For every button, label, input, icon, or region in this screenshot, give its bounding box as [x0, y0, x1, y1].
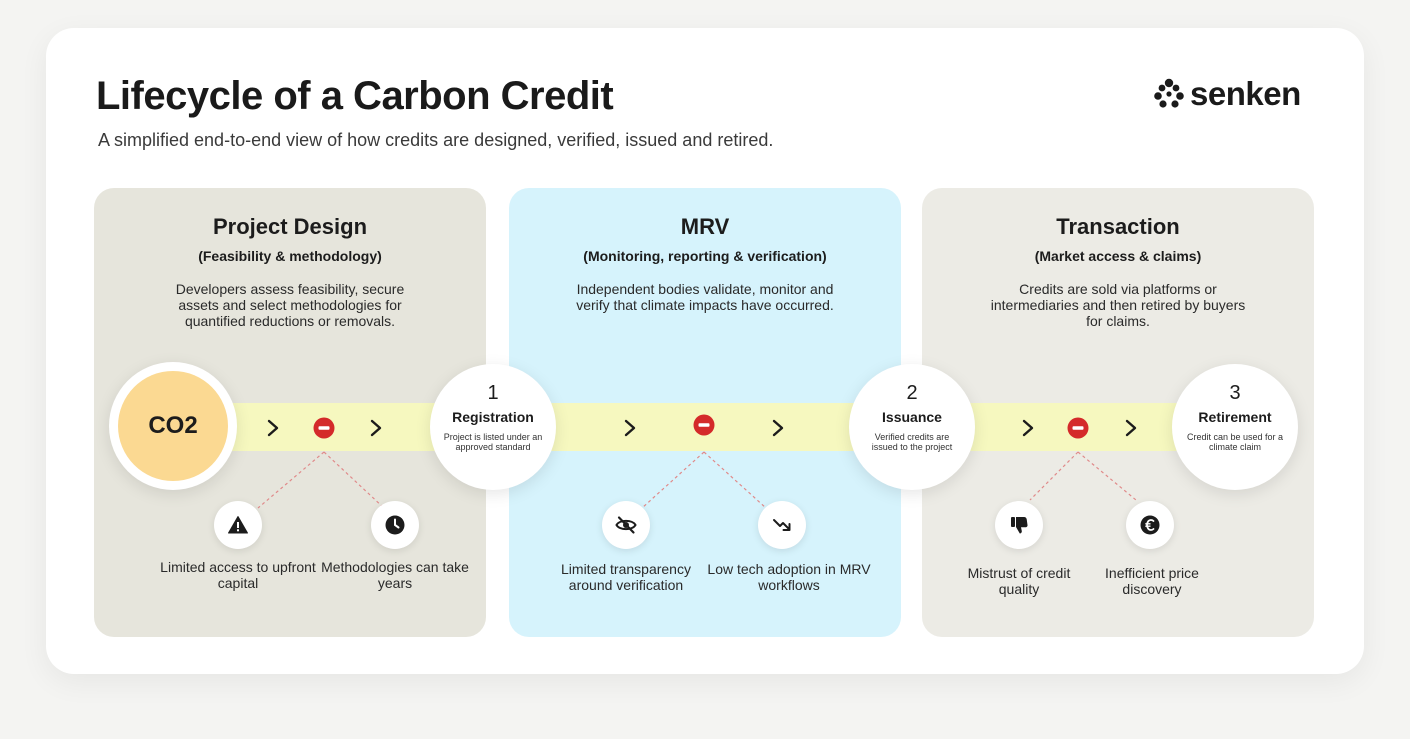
pain-point-label: Mistrust of credit quality [967, 565, 1071, 597]
pain-point-label: Inefficient price discovery [1105, 565, 1199, 597]
no-entry-icon [693, 414, 715, 436]
trend-down-icon [773, 519, 791, 531]
pain-point-trend-down [758, 501, 806, 549]
senken-logo: senken [1154, 74, 1301, 114]
milestone-number: 3 [1229, 382, 1241, 404]
co2-start-node: CO2 [109, 362, 237, 490]
eye-off-icon [615, 516, 637, 534]
milestone-number: 1 [487, 382, 499, 404]
chevron-right-icon [267, 419, 279, 437]
milestone-name: Registration [452, 409, 534, 425]
phase-title: MRV [680, 214, 730, 239]
milestone-name: Issuance [882, 409, 942, 425]
milestone-description: Credit can be used for a climate claim [1186, 432, 1284, 452]
no-entry-icon [313, 417, 335, 439]
page-title: Lifecycle of a Carbon Credit [96, 74, 614, 118]
phase-description: Credits are sold via platforms or interm… [990, 281, 1246, 329]
phase-description: Developers assess feasibility, secure as… [175, 281, 405, 329]
phase-subtitle: (Feasibility & methodology) [198, 248, 382, 264]
milestone-name: Retirement [1198, 409, 1272, 425]
milestone-description: Verified credits are issued to the proje… [871, 432, 953, 452]
milestone-description: Project is listed under an approved stan… [443, 432, 543, 452]
warning-icon [228, 516, 248, 534]
pain-point-clock [371, 501, 419, 549]
pain-point-label: Methodologies can take years [321, 559, 469, 591]
euro-coin-icon [1140, 515, 1160, 535]
pain-point-label: Limited access to upfront capital [160, 559, 316, 591]
milestone-issuance: 2 Issuance Verified credits are issued t… [849, 364, 975, 490]
milestone-number: 2 [906, 382, 918, 404]
pain-point-eye-off [602, 501, 650, 549]
co2-label: CO2 [118, 371, 228, 481]
senken-logo-icon [1154, 78, 1184, 108]
phase-subtitle: (Monitoring, reporting & verification) [583, 248, 827, 264]
flow-band [170, 403, 1270, 451]
pain-point-euro-coin [1126, 501, 1174, 549]
pain-point-label: Limited transparency around verification [561, 561, 691, 593]
phase-subtitle: (Market access & claims) [1034, 248, 1202, 264]
milestone-retirement: 3 Retirement Credit can be used for a cl… [1172, 364, 1298, 490]
milestone-registration: 1 Registration Project is listed under a… [430, 364, 556, 490]
clock-icon [385, 515, 405, 535]
chevron-right-icon [1125, 419, 1137, 437]
page-subtitle: A simplified end-to-end view of how cred… [98, 130, 774, 150]
pain-point-warning [214, 501, 262, 549]
phase-description: Independent bodies validate, monitor and… [576, 281, 834, 313]
phase-title: Project Design [212, 214, 368, 239]
chevron-right-icon [772, 419, 784, 437]
chevron-right-icon [1022, 419, 1034, 437]
chevron-right-icon [624, 419, 636, 437]
thumbs-down-icon [1011, 517, 1028, 534]
brand-name: senken [1190, 75, 1301, 112]
pain-point-thumbs-down [995, 501, 1043, 549]
phase-title: Transaction [1056, 214, 1180, 239]
no-entry-icon [1067, 417, 1089, 439]
chevron-right-icon [370, 419, 382, 437]
pain-point-label: Low tech adoption in MRV workflows [707, 561, 871, 593]
